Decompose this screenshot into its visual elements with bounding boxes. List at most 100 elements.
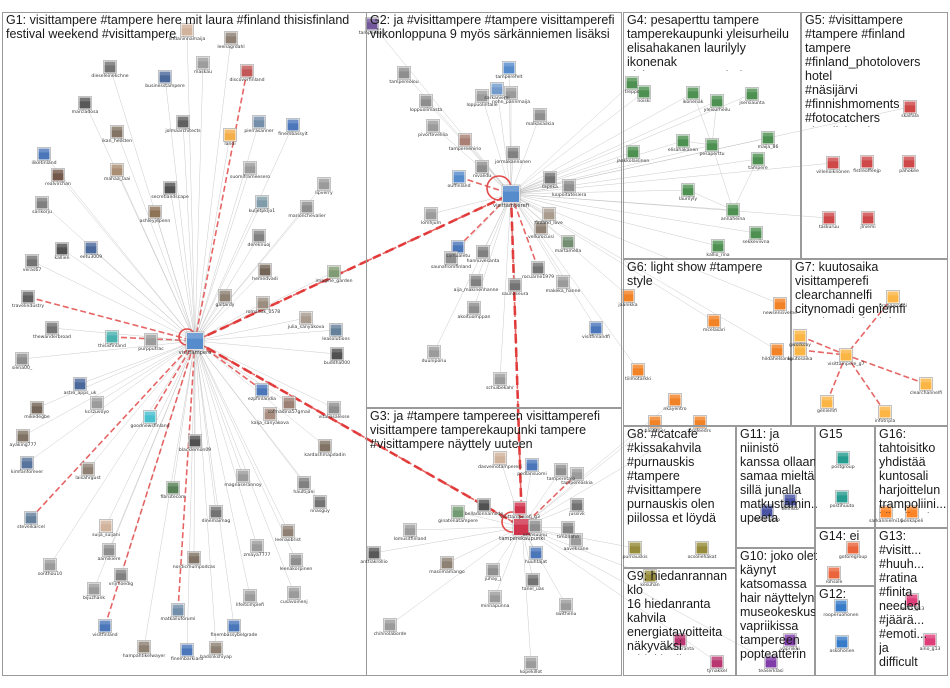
node-kardashmapdadin[interactable]	[318, 439, 332, 453]
node-annaheina[interactable]	[726, 203, 740, 217]
node-tiilmotarkki[interactable]	[631, 363, 645, 377]
node-loppuolimasta[interactable]	[419, 94, 433, 108]
node-martamella[interactable]	[561, 235, 575, 249]
node-geniemfi[interactable]	[820, 395, 834, 409]
node-huuhtajat[interactable]	[529, 546, 543, 560]
node-kuljetpkljo1[interactable]	[255, 195, 269, 209]
node-pedlansuomi[interactable]	[525, 458, 539, 472]
node-minnapunna[interactable]	[488, 590, 502, 604]
node-marcladosa[interactable]	[78, 96, 92, 110]
node-loppuolintalle[interactable]	[475, 89, 489, 103]
node-hemedvadi[interactable]	[258, 263, 272, 277]
node-yleisurheilu[interactable]	[710, 94, 724, 108]
node-fibrutecom[interactable]	[166, 481, 180, 495]
node-duuniporiu[interactable]	[427, 345, 441, 359]
node-vitaliasalesse[interactable]	[327, 401, 341, 415]
node-laisahrgust[interactable]	[81, 462, 95, 476]
node-kallio_rina[interactable]	[711, 239, 725, 253]
node-galtardy[interactable]	[218, 289, 232, 303]
node-tampereaskia[interactable]	[570, 467, 584, 481]
node-finembarkiara[interactable]	[180, 643, 194, 657]
node-infotripla[interactable]	[878, 405, 892, 419]
node-ratina_g13[interactable]	[905, 593, 919, 607]
node-landi[interactable]	[223, 128, 237, 142]
node-ponkapeli[interactable]	[905, 505, 919, 519]
node-hildahelsonig[interactable]	[770, 343, 784, 357]
node-nordicmumpodcas[interactable]	[187, 551, 201, 565]
node-leenagrdahl[interactable]	[224, 31, 238, 45]
node-tapeka[interactable]	[543, 171, 557, 185]
node-romandk_0578[interactable]	[256, 296, 270, 310]
node-postihuuto[interactable]	[835, 490, 849, 504]
node-laurilyly[interactable]	[681, 183, 695, 197]
node-aarnikiere[interactable]	[102, 543, 116, 557]
node-lifeitsimplefi[interactable]	[243, 589, 257, 603]
node-astro_apps_uk[interactable]	[73, 377, 87, 391]
node-leenaobrist[interactable]	[281, 524, 295, 538]
node-kesuhan[interactable]	[643, 569, 657, 583]
node-aija_makinenhanne[interactable]	[469, 274, 483, 288]
node-ezpfinlandia[interactable]	[255, 383, 269, 397]
node-ginatenatampere[interactable]	[451, 505, 465, 519]
node-businesstampere[interactable]	[158, 70, 172, 84]
node-blacklemon09[interactable]	[188, 434, 202, 448]
node-tanel_uas[interactable]	[526, 573, 540, 587]
node-jussivk[interactable]	[570, 498, 584, 512]
node-nkayentro[interactable]	[668, 393, 682, 407]
node-lipverry[interactable]	[317, 177, 331, 191]
node-magnaserannoy[interactable]	[236, 469, 250, 483]
node-jsersiaunta[interactable]	[745, 87, 759, 101]
node-tamperetalo[interactable]	[554, 463, 568, 477]
node-dasveinotamperesi[interactable]	[493, 451, 507, 465]
node-trepps[interactable]	[625, 76, 639, 90]
node-julia_sanyakova[interactable]	[299, 311, 313, 325]
node-iliketinland[interactable]	[37, 147, 51, 161]
node-fistreoffeejp[interactable]	[860, 155, 874, 169]
node-kcszuvoyo[interactable]	[90, 396, 104, 410]
node-buddha000[interactable]	[330, 347, 344, 361]
node-juhay_j[interactable]	[486, 563, 500, 577]
node-badsnkshiyap[interactable]	[209, 641, 223, 655]
node-realvirchan[interactable]	[51, 168, 65, 182]
node-ayaking777[interactable]	[16, 429, 30, 443]
node-swithenu[interactable]	[559, 598, 573, 612]
node-sofmadina57gmail[interactable]	[282, 396, 296, 410]
node-tampereuni[interactable]	[365, 17, 379, 31]
node-imagine_garden[interactable]	[327, 265, 341, 279]
node-visittampere[interactable]	[185, 331, 205, 351]
node-elisahakanen[interactable]	[676, 134, 690, 148]
node-pivortevelilia[interactable]	[426, 119, 440, 133]
node-jormakannonen[interactable]	[506, 146, 520, 160]
node-eetu3009[interactable]	[84, 241, 98, 255]
node-jolmaarchitects[interactable]	[176, 115, 190, 129]
node-sekkeviivna[interactable]	[749, 226, 763, 240]
node-kuutosaika[interactable]	[793, 343, 807, 357]
node-pahokee[interactable]	[902, 155, 916, 169]
node-matkailuforumi[interactable]	[171, 603, 185, 617]
node-schuibekahr[interactable]	[493, 372, 507, 386]
node-tampere[interactable]	[751, 152, 765, 166]
node-jaakkolaisinen[interactable]	[626, 145, 640, 159]
node-anttiakrollio[interactable]	[367, 546, 381, 560]
node-visittampere_g7[interactable]	[839, 348, 853, 362]
node-sonthou10[interactable]	[43, 558, 57, 572]
node-ikan_hellsten[interactable]	[110, 125, 124, 139]
node-tampereenirio[interactable]	[458, 133, 472, 147]
node-teaserklasi[interactable]	[764, 655, 778, 669]
node-lindaninnamaija[interactable]	[180, 23, 194, 37]
node-gotoregroup[interactable]	[846, 541, 860, 555]
node-visitfinland[interactable]	[98, 619, 112, 633]
node-rocuarne1979[interactable]	[531, 261, 545, 275]
node-nnasguy[interactable]	[313, 495, 327, 509]
node-braggeronni[interactable]	[886, 290, 900, 304]
node-visitfinlandfi[interactable]	[589, 321, 603, 335]
node-pesaperttu[interactable]	[705, 138, 719, 152]
node-malkasaskia[interactable]	[533, 108, 547, 122]
node-veras67[interactable]	[25, 254, 39, 268]
node-rooperuohonen[interactable]	[834, 599, 848, 613]
node-hannuvesanta[interactable]	[476, 245, 490, 259]
node-gworksoy[interactable]	[793, 329, 807, 343]
node-newsensiveme[interactable]	[773, 297, 787, 311]
node-purnauskis[interactable]	[628, 541, 642, 555]
node-kopekillot[interactable]	[524, 656, 538, 670]
